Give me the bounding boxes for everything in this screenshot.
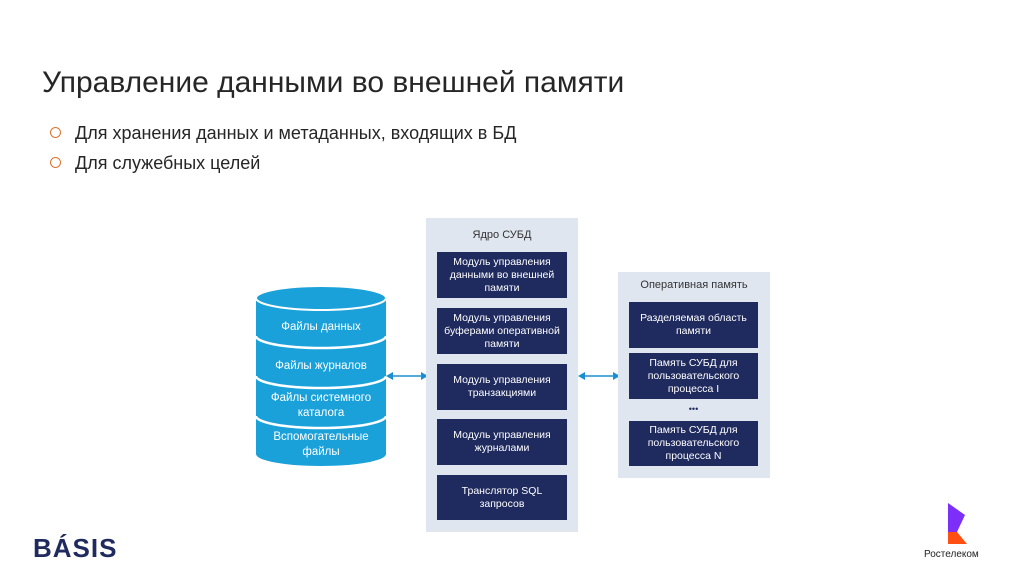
storage-layer: Файлы системного каталога	[270, 392, 372, 419]
storage-layer: Файлы данных	[281, 320, 361, 333]
bullet-text: Для хранения данных и метаданных, входящ…	[75, 123, 517, 143]
ram-block: Память СУБД для пользовательского процес…	[629, 353, 758, 399]
core-module: Модуль управления транзакциями	[437, 364, 567, 410]
storage-layer: Вспомогательные файлы	[273, 431, 369, 458]
bullet-item: Для хранения данных и метаданных, входящ…	[50, 123, 516, 144]
ram-block: Память СУБД для пользовательского процес…	[629, 421, 758, 466]
rostelecom-logo-text: Ростелеком	[924, 549, 979, 560]
ellipsis: •••	[688, 404, 699, 414]
panel-title: Ядро СУБД	[472, 229, 532, 241]
panel-title: Оперативная память	[640, 279, 748, 291]
ram-block: Разделяемая область памяти	[629, 302, 758, 348]
bullet-text: Для служебных целей	[75, 153, 261, 173]
core-module: Модуль управления буферами оперативной п…	[437, 308, 567, 354]
core-module: Модуль управления журналами	[437, 419, 567, 465]
rostelecom-logo-icon	[948, 503, 967, 544]
database-cylinder-icon	[254, 285, 388, 466]
bidirectional-arrow-icon	[578, 372, 620, 380]
page-title: Управление данными во внешней памяти	[42, 66, 625, 99]
core-module: Транслятор SQL запросов	[437, 475, 567, 520]
storage-layer: Файлы журналов	[275, 359, 367, 372]
core-module: Модуль управления данными во внешней пам…	[437, 252, 567, 298]
circle-bullet-icon	[50, 156, 61, 168]
bullet-item: Для служебных целей	[50, 153, 260, 174]
bidirectional-arrow-icon	[386, 372, 428, 380]
basis-logo: BÁSIS	[33, 533, 118, 563]
circle-bullet-icon	[50, 126, 61, 138]
